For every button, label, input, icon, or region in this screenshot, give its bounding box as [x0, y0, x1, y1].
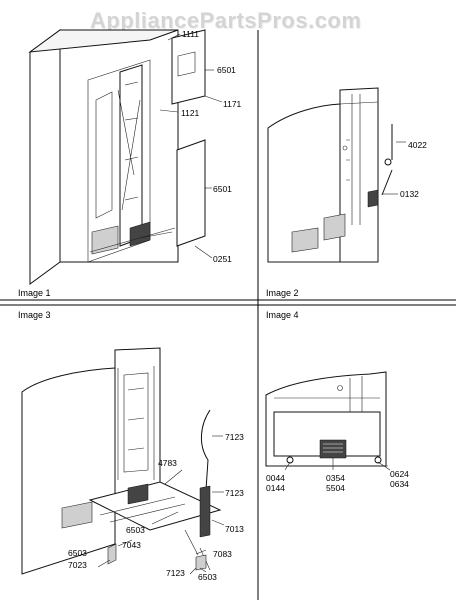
part-number: 7123	[166, 568, 185, 578]
part-number: 7043	[122, 540, 141, 550]
panel-label-image-2: Image 2	[266, 288, 299, 298]
panel-label-image-3: Image 3	[18, 310, 51, 320]
part-number: 5504	[326, 483, 345, 493]
panel-label-image-4: Image 4	[266, 310, 299, 320]
panel-label-image-1: Image 1	[18, 288, 51, 298]
part-number: 7023	[68, 560, 87, 570]
image-3-drawing	[21, 347, 225, 575]
part-number: 7083	[213, 549, 232, 559]
part-number: 6503	[126, 525, 145, 535]
part-number: 0634	[390, 479, 409, 489]
part-number: 4783	[158, 458, 177, 468]
image-2-drawing	[267, 87, 406, 263]
part-number: 1111	[182, 29, 199, 39]
part-number: 0624	[390, 469, 409, 479]
part-number: 6503	[68, 548, 87, 558]
part-number: 0044	[266, 473, 285, 483]
part-number: 1121	[181, 108, 200, 118]
part-number: 0251	[213, 254, 232, 264]
image-4-drawing	[265, 371, 391, 471]
part-number: 7123	[225, 432, 244, 442]
image-1-drawing	[28, 29, 223, 285]
part-number: 0144	[266, 483, 285, 493]
part-number: 6501	[213, 184, 232, 194]
part-number: 4022	[408, 140, 427, 150]
part-number: 6501	[217, 65, 236, 75]
part-number: 6503	[198, 572, 217, 582]
part-number: 1171	[223, 99, 242, 109]
part-number: 0354	[326, 473, 345, 483]
part-number: 7013	[225, 524, 244, 534]
part-number: 7123	[225, 488, 244, 498]
watermark: AppliancePartsPros.com	[90, 8, 362, 33]
part-number: 0132	[400, 189, 419, 199]
